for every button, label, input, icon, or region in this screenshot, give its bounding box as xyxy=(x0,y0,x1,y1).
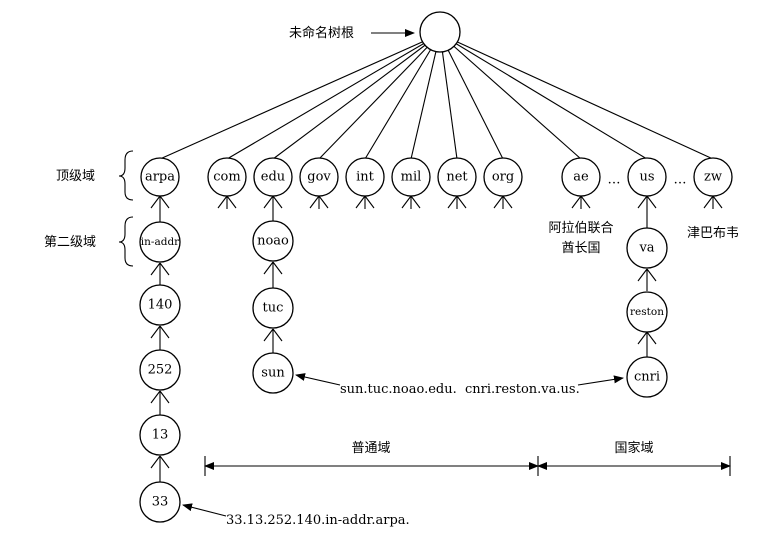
node-13: 13 xyxy=(139,414,181,456)
node-va: va xyxy=(626,227,668,269)
svg-text:sun: sun xyxy=(261,366,285,381)
svg-text:net: net xyxy=(446,170,468,185)
edge-root-ae xyxy=(439,33,582,160)
fqdn-sun: sun.tuc.noao.edu. xyxy=(340,382,457,397)
edge-root-gov xyxy=(318,33,441,160)
root-label: 未命名树根 xyxy=(289,25,354,41)
node-int: int xyxy=(345,157,385,197)
edge-root-arpa xyxy=(159,33,441,160)
svg-text:gov: gov xyxy=(307,170,331,185)
edge-root-com xyxy=(226,33,441,160)
zw-name: 津巴布韦 xyxy=(687,226,739,241)
svg-text:edu: edu xyxy=(261,170,285,185)
ellipsis-ae-us: … xyxy=(608,173,621,188)
svg-text:33: 33 xyxy=(152,495,169,510)
edge-root-us xyxy=(439,33,648,160)
fqdn-cnri: cnri.reston.va.us. xyxy=(465,382,580,397)
fqdn-sun-annotation: sun.tuc.noao.edu. xyxy=(295,373,457,397)
second-level-label: 第二级域 xyxy=(44,235,96,250)
svg-text:reston: reston xyxy=(630,306,664,318)
second-level-brace xyxy=(118,216,134,267)
svg-text:252: 252 xyxy=(148,363,173,378)
root-annotation: 未命名树根 xyxy=(289,25,415,41)
svg-text:zw: zw xyxy=(704,170,722,185)
node-mil: mil xyxy=(391,157,431,197)
ellipsis-us-zw: … xyxy=(674,173,687,188)
svg-text:mil: mil xyxy=(401,170,422,185)
edge-root-mil xyxy=(410,33,441,160)
node-arpa: arpa xyxy=(140,157,180,197)
node-noao: noao xyxy=(252,220,294,262)
node-com: com xyxy=(207,157,247,197)
svg-text:140: 140 xyxy=(148,298,173,313)
svg-text:arpa: arpa xyxy=(145,170,175,185)
node-140: 140 xyxy=(139,284,181,326)
svg-text:us: us xyxy=(639,170,654,185)
edge-root-zw xyxy=(439,33,714,160)
node-gov: gov xyxy=(299,157,339,197)
node-tuc: tuc xyxy=(252,287,294,329)
fqdn-in-addr-annotation: 33.13.252.140.in-addr.arpa. xyxy=(182,503,410,528)
node-252: 252 xyxy=(139,349,181,391)
svg-text:noao: noao xyxy=(257,234,289,249)
level-annotations: 顶级域 第二级域 xyxy=(44,150,134,267)
node-in-addr: in-addr xyxy=(139,221,181,263)
fqdn-cnri-annotation: cnri.reston.va.us. xyxy=(465,375,624,397)
edge-root-org xyxy=(439,33,504,160)
fqdn-in-addr-arrow xyxy=(182,503,227,517)
root-node xyxy=(419,11,461,53)
svg-text:ae: ae xyxy=(573,170,589,185)
ae-name-line1: 阿拉伯联合 xyxy=(548,221,613,236)
node-net: net xyxy=(437,157,477,197)
svg-text:int: int xyxy=(356,170,375,185)
svg-text:tuc: tuc xyxy=(263,301,284,316)
node-reston: reston xyxy=(626,291,668,333)
fqdn-in-addr: 33.13.252.140.in-addr.arpa. xyxy=(226,513,410,528)
node-ae: ae xyxy=(561,157,601,197)
root-edges xyxy=(159,33,714,160)
fqdn-cnri-arrow xyxy=(577,375,624,386)
child-stubs xyxy=(150,195,723,469)
svg-text:va: va xyxy=(638,241,654,256)
svg-text:in-addr: in-addr xyxy=(141,236,180,248)
node-edu: edu xyxy=(253,157,293,197)
svg-text:cnri: cnri xyxy=(634,370,660,385)
node-us: us xyxy=(627,157,667,197)
country-range-label: 国家域 xyxy=(614,440,653,456)
fqdn-sun-arrow xyxy=(295,373,341,386)
node-zw: zw xyxy=(693,157,733,197)
country-range: 国家域 xyxy=(537,440,731,476)
edge-root-edu xyxy=(272,33,441,160)
node-org: org xyxy=(483,157,523,197)
generic-range-label: 普通域 xyxy=(351,441,390,456)
node-33: 33 xyxy=(139,481,181,523)
top-level-label: 顶级域 xyxy=(56,169,95,184)
top-level-brace xyxy=(118,150,134,201)
edge-root-int xyxy=(364,33,441,160)
svg-text:org: org xyxy=(492,170,514,185)
node-sun: sun xyxy=(252,352,294,394)
generic-range: 普通域 xyxy=(204,441,539,476)
node-cnri: cnri xyxy=(626,356,668,398)
edge-root-net xyxy=(439,33,458,160)
svg-text:com: com xyxy=(213,170,240,185)
ae-name-line2: 酋长国 xyxy=(561,240,600,256)
svg-text:13: 13 xyxy=(152,428,169,443)
